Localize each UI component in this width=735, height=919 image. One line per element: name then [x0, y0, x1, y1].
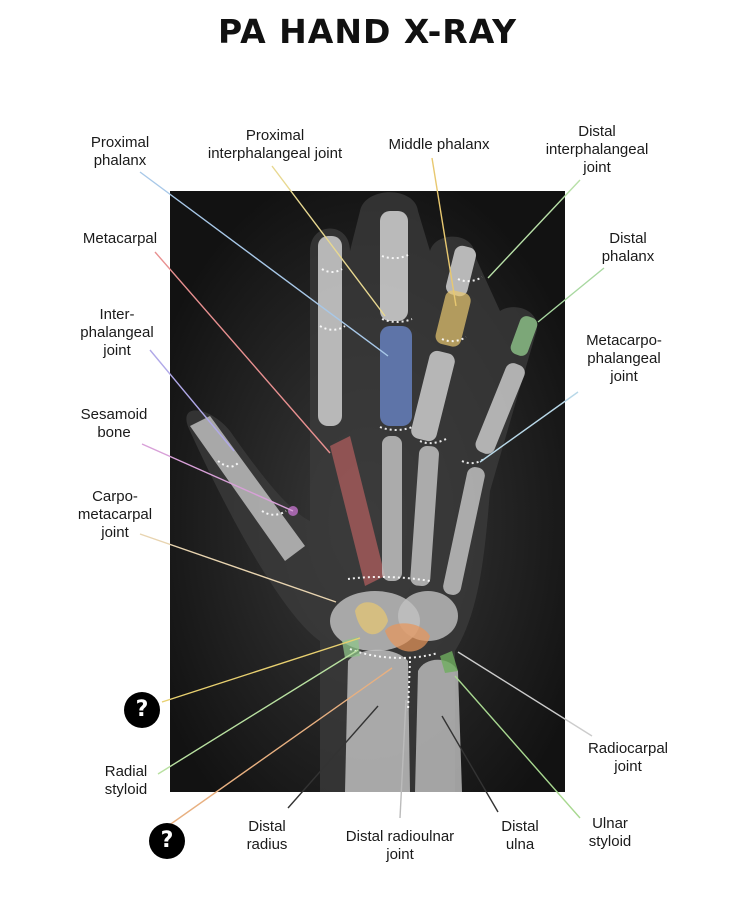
radius-bone: [345, 649, 410, 792]
ulna-bone: [415, 659, 462, 792]
scaphoid-highlight: [355, 602, 388, 635]
lunate-highlight: [385, 623, 430, 652]
xray-image: [170, 191, 565, 792]
metacarpal-highlight: [330, 436, 385, 586]
question-mark-button-1[interactable]: ?: [124, 692, 160, 728]
proximal-phalanx-highlight: [380, 326, 412, 426]
question-mark-button-2[interactable]: ?: [149, 823, 185, 859]
label-middle-phalanx: Middle phalanx: [388, 136, 490, 153]
ulnar-styloid-highlight: [440, 651, 458, 673]
page-title: PA HAND X-RAY: [218, 12, 517, 51]
label-metacarpal: Metacarpal: [82, 230, 158, 247]
distal-phalanx-highlight: [510, 316, 538, 356]
middle-phalanx-highlight: [435, 290, 471, 347]
